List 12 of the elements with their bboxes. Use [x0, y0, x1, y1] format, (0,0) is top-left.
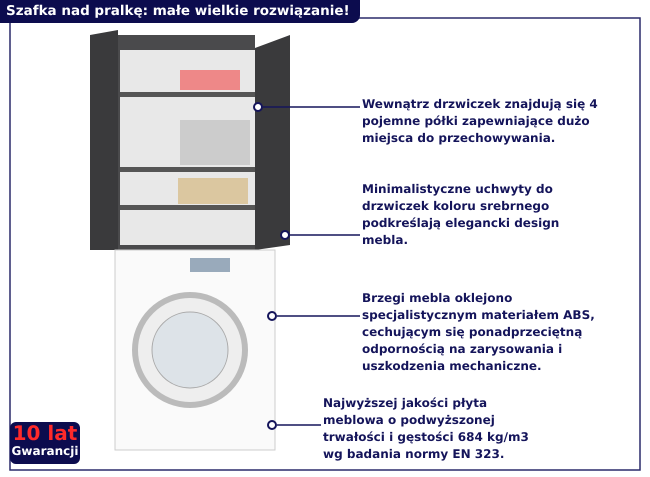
leader-line	[277, 424, 321, 426]
leader-line	[290, 234, 360, 236]
warranty-badge	[10, 422, 80, 464]
callout-text: Minimalistyczne uchwyty do drzwiczek koloru srebrnego podkreślają elegancki design mebla.	[362, 181, 597, 249]
warranty-years: 10 lat	[12, 422, 78, 444]
callout-text: Wewnątrz drzwiczek znajdują się 4 pojemne półki zapewniające dużo miejsca do przechowywania.	[362, 96, 632, 147]
callout-text: Brzegi mebla oklejono specjalistycznym materiałem ABS, cechującym się ponadprzeciętną odpornością na zarysowania i uszkodzenia mechaniczne.	[362, 290, 612, 375]
leader-line	[277, 315, 360, 317]
title: Szafka nad pralkę: małe wielkie rozwiązanie!	[0, 0, 360, 23]
warranty-label: Gwarancji	[10, 444, 80, 459]
leader-line	[263, 106, 360, 108]
callout-text: Najwyższej jakości płyta meblowa o podwyższonej trwałości i gęstości 684 kg/m3 wg badania normy EN 323.	[323, 395, 538, 463]
